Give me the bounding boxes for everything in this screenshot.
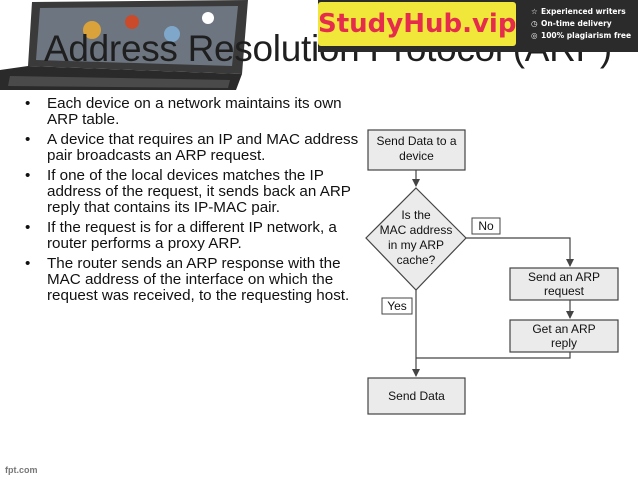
end-box: Send Data — [367, 377, 466, 415]
get-reply-line-2: reply — [551, 336, 577, 350]
start-line-1: Send Data to a — [376, 134, 456, 148]
perks-list: ☆Experienced writers ◷On-time delivery ◎… — [531, 6, 631, 42]
source-watermark: fpt.com — [5, 465, 38, 475]
decision-diamond: Is the MAC address in my ARP cache? — [365, 187, 467, 291]
yes-label: Yes — [381, 297, 413, 315]
connector-no — [466, 237, 574, 267]
decision-line-3: in my ARP — [388, 238, 444, 252]
yes-label-text: Yes — [387, 299, 407, 313]
end-text: Send Data — [388, 389, 445, 403]
bullet-item: Each device on a network maintains its o… — [24, 96, 374, 128]
send-request-line-1: Send an ARP — [528, 270, 600, 284]
star-icon: ☆ — [531, 7, 538, 16]
clock-icon: ◷ — [531, 19, 538, 28]
perk-item: ◷On-time delivery — [531, 18, 631, 30]
bullet-list: Each device on a network maintains its o… — [24, 96, 374, 308]
decision-line-1: Is the — [401, 208, 431, 222]
perk-text: 100% plagiarism free — [541, 31, 632, 40]
decision-line-4: cache? — [397, 253, 436, 267]
send-request-box: Send an ARP request — [509, 267, 619, 301]
perk-text: On-time delivery — [541, 19, 612, 28]
bullet-item: If one of the local devices matches the … — [24, 168, 374, 216]
brand-logo[interactable]: StudyHub.vip — [318, 2, 516, 46]
start-line-2: device — [399, 149, 434, 163]
laptop-illustration — [0, 0, 248, 90]
start-box: Send Data to a device — [367, 129, 466, 171]
badge-icon: ◎ — [531, 31, 538, 40]
bullet-item: The router sends an ARP response with th… — [24, 256, 374, 304]
bullet-item: If the request is for a different IP net… — [24, 220, 374, 252]
bullet-item: A device that requires an IP and MAC add… — [24, 132, 374, 164]
connector-reply-to-end — [416, 352, 571, 359]
send-request-line-2: request — [544, 284, 585, 298]
perk-text: Experienced writers — [541, 7, 626, 16]
decision-line-2: MAC address — [380, 223, 453, 237]
no-label-text: No — [478, 219, 494, 233]
get-reply-box: Get an ARP reply — [509, 319, 619, 353]
flow-connectors — [412, 170, 574, 377]
get-reply-line-1: Get an ARP — [532, 322, 595, 336]
no-label: No — [471, 217, 501, 235]
perk-item: ☆Experienced writers — [531, 6, 631, 18]
perk-item: ◎100% plagiarism free — [531, 30, 631, 42]
